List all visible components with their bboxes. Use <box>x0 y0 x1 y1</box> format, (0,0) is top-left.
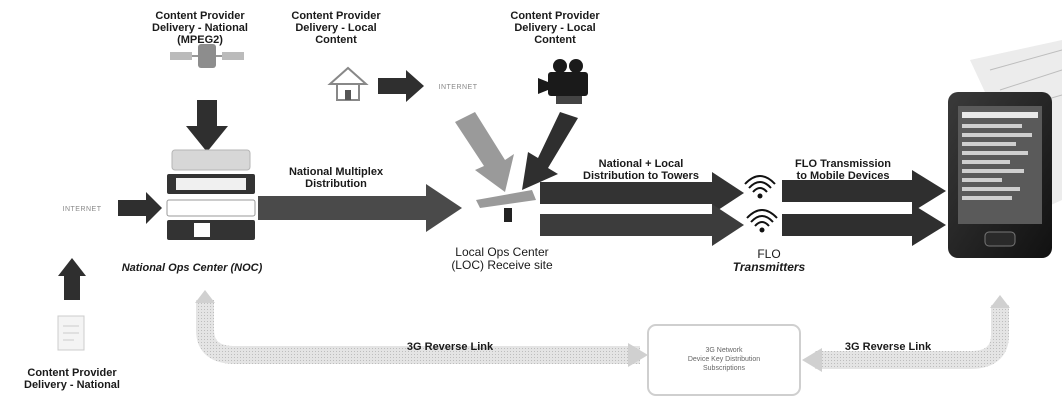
cp-local-content-label-1: Content Provider Delivery - Local Conten… <box>280 10 392 46</box>
house-icon <box>330 68 366 100</box>
reverse-link-label-right: 3G Reverse Link <box>826 341 950 353</box>
cp-national-mpeg2-label: Content Provider Delivery - National (MP… <box>140 10 260 46</box>
cp-local-content-label-2: Content Provider Delivery - Local Conten… <box>495 10 615 46</box>
internet-to-noc-arrow <box>118 192 162 224</box>
flo-transmitters-label: FLO Transmitters <box>726 248 812 274</box>
internet-to-loc-arrow <box>455 112 514 192</box>
video-camera-icon <box>538 59 588 104</box>
tower-to-phone-lower-arrow <box>782 204 946 246</box>
reverse-link-paths <box>195 290 1010 372</box>
loc-to-tower-lower-arrow <box>540 204 744 246</box>
loc-label: Local Ops Center (LOC) Receive site <box>434 246 570 272</box>
national-multiplex-arrow <box>258 184 462 232</box>
satellite-to-noc-arrow <box>186 100 228 152</box>
internet-label-top: INTERNET <box>428 82 488 94</box>
reverse-link-up-arrow-noc <box>195 290 215 303</box>
noc-label: National Ops Center (NOC) <box>92 262 292 274</box>
reverse-link-arrow-from-phone <box>802 348 822 372</box>
loc-receive-site-icon <box>476 190 536 222</box>
national-multiplex-label: National Multiplex Distribution <box>276 166 396 190</box>
reverse-link-label-left: 3G Reverse Link <box>390 341 510 353</box>
internet-label-left: INTERNET <box>52 204 112 216</box>
provider-to-noc-arrow <box>58 258 86 300</box>
noc-building-icon <box>167 150 255 240</box>
3g-network-box-text: 3G Network Device Key Distribution Subsc… <box>650 346 798 373</box>
flo-transmission-label: FLO Transmission to Mobile Devices <box>768 158 918 182</box>
house-to-internet-arrow <box>378 70 424 102</box>
reverse-link-up-arrow-phone <box>990 295 1010 308</box>
mobile-phone-icon <box>948 40 1062 258</box>
document-icon <box>58 316 84 350</box>
national-local-distribution-label: National + Local Distribution to Towers <box>556 158 726 182</box>
transmitter-icon-lower <box>747 210 777 233</box>
satellite-icon <box>170 44 244 68</box>
cp-national-bottom-label: Content Provider Delivery - National <box>4 367 140 391</box>
